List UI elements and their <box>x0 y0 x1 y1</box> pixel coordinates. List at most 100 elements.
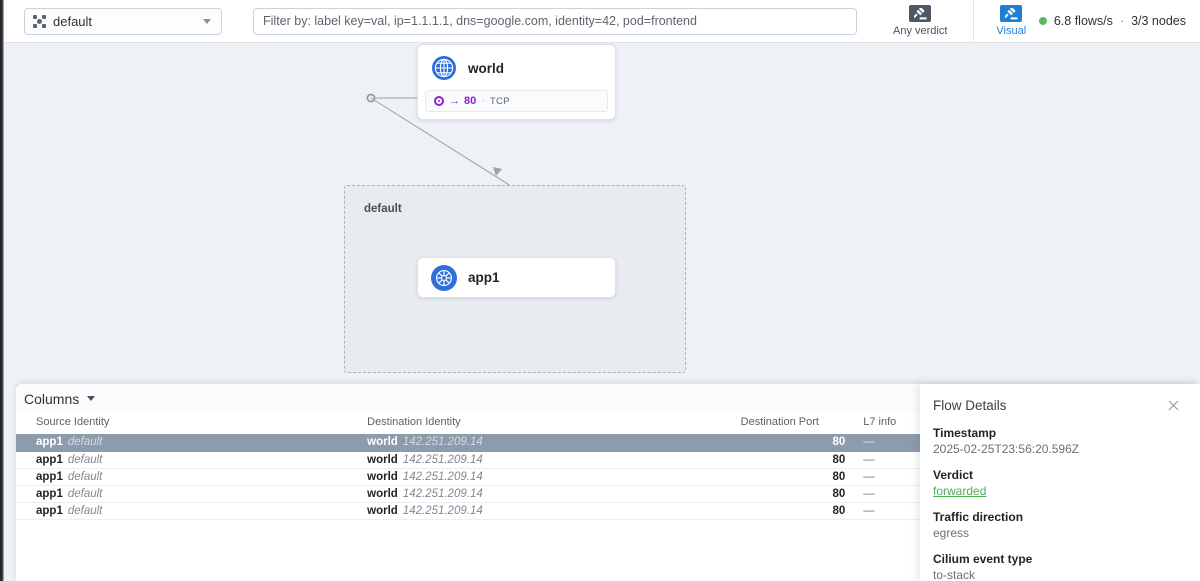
detail-value[interactable]: forwarded <box>933 484 987 498</box>
source-name: app1 <box>36 487 63 500</box>
detail-field: Cilium event type to-stack <box>933 552 1180 581</box>
visual-label: Visual <box>996 25 1027 37</box>
detail-value: egress <box>933 526 970 540</box>
chevron-down-icon[interactable] <box>203 18 211 24</box>
flows-rate: 6.8 flows/s <box>1053 14 1113 28</box>
destination-ip: 142.251.209.14 <box>402 504 483 517</box>
node-port-row[interactable]: → 80 · TCP <box>425 90 608 112</box>
cell-destination-port: 80 <box>740 485 846 503</box>
cell-destination-port: 80 <box>740 502 846 520</box>
namespace-icon <box>33 14 46 28</box>
destination-name: world <box>367 487 398 500</box>
globe-icon <box>431 55 457 81</box>
cell-destination-port: 80 <box>740 468 846 486</box>
cell-destination-port: 80 <box>740 451 846 469</box>
node-header: app1 <box>418 258 615 297</box>
node-title: world <box>468 60 504 76</box>
column-header-source-identity[interactable]: Source Identity <box>16 413 368 434</box>
column-header-destination-port[interactable]: Destination Port <box>740 413 846 434</box>
namespace-selector[interactable]: default <box>24 7 222 35</box>
detail-field: Verdict forwarded <box>933 468 1180 498</box>
source-name: app1 <box>36 436 63 449</box>
visual-button[interactable]: Visual <box>973 0 1036 43</box>
source-name: app1 <box>36 453 63 466</box>
table-header-row: Source Identity Destination Identity Des… <box>16 413 920 434</box>
column-header-l7-info[interactable]: L7 info <box>845 413 920 434</box>
source-namespace: default <box>67 470 103 483</box>
namespace-group-label: default <box>364 203 402 215</box>
gavel-icon <box>909 5 932 22</box>
cell-source-identity: app1 default <box>16 485 368 503</box>
namespace-value: default <box>53 13 93 29</box>
status-indicators: 6.8 flows/s · 3/3 nodes <box>1038 14 1186 28</box>
any-verdict-label: Any verdict <box>893 25 948 37</box>
port-separator: · <box>481 95 485 107</box>
cell-l7-info: — <box>845 502 920 520</box>
destination-name: world <box>367 453 398 466</box>
cell-l7-info: — <box>845 468 920 486</box>
target-dot-icon <box>434 96 444 106</box>
top-toolbar: default Any verdict <box>0 0 1200 43</box>
table-row[interactable]: app1 default world 142.251.209.14 80— <box>16 451 920 469</box>
destination-ip: 142.251.209.14 <box>402 470 483 483</box>
port-arrow-icon: → <box>449 94 460 107</box>
cell-source-identity: app1 default <box>16 451 368 469</box>
detail-label: Verdict <box>933 468 974 482</box>
any-verdict-button[interactable]: Any verdict <box>883 0 957 43</box>
columns-button[interactable]: Columns <box>24 390 96 407</box>
status-separator: · <box>1119 14 1125 28</box>
source-name: app1 <box>36 504 63 517</box>
close-icon[interactable] <box>1167 399 1180 412</box>
table-row[interactable]: app1 default world 142.251.209.14 80— <box>16 485 920 503</box>
cell-source-identity: app1 default <box>16 434 368 452</box>
cell-l7-info: — <box>845 485 920 503</box>
destination-name: world <box>367 436 398 449</box>
cell-destination-identity: world 142.251.209.14 <box>367 485 741 503</box>
column-header-destination-identity[interactable]: Destination Identity <box>367 413 741 434</box>
columns-button-label: Columns <box>24 390 80 407</box>
graph-node-world[interactable]: world → 80 · TCP <box>417 44 616 120</box>
source-namespace: default <box>67 436 103 449</box>
filter-input[interactable] <box>253 7 857 35</box>
source-namespace: default <box>67 453 103 466</box>
chevron-down-icon[interactable] <box>87 396 96 401</box>
status-dot-icon <box>1038 17 1047 25</box>
gavel-icon <box>1000 5 1023 22</box>
destination-ip: 142.251.209.14 <box>402 453 483 466</box>
cell-destination-port: 80 <box>740 434 846 452</box>
table-row[interactable]: app1 default world 142.251.209.14 80— <box>16 434 920 452</box>
cell-destination-identity: world 142.251.209.14 <box>367 434 741 452</box>
destination-ip: 142.251.209.14 <box>402 436 483 449</box>
node-header: world <box>418 45 615 90</box>
cell-l7-info: — <box>845 451 920 469</box>
node-title: app1 <box>468 270 500 285</box>
cell-l7-info: — <box>845 434 920 452</box>
kubernetes-icon <box>431 264 457 291</box>
destination-name: world <box>367 504 398 517</box>
detail-label: Timestamp <box>933 426 997 440</box>
flows-table: Source Identity Destination Identity Des… <box>16 413 920 520</box>
edge-arrow-mid <box>493 167 502 176</box>
nodes-count: 3/3 nodes <box>1131 14 1186 28</box>
detail-value: to-stack <box>933 568 976 581</box>
source-namespace: default <box>67 487 103 500</box>
port-protocol: TCP <box>489 95 510 107</box>
destination-ip: 142.251.209.14 <box>402 487 483 500</box>
graph-area: default <box>4 43 1200 381</box>
flow-details-header: Flow Details <box>933 398 1180 413</box>
graph-node-app1[interactable]: app1 <box>417 257 616 298</box>
flow-details-title: Flow Details <box>933 398 1007 413</box>
detail-label: Cilium event type <box>933 552 1033 566</box>
cell-destination-identity: world 142.251.209.14 <box>367 502 741 520</box>
window-left-edge <box>0 0 4 581</box>
